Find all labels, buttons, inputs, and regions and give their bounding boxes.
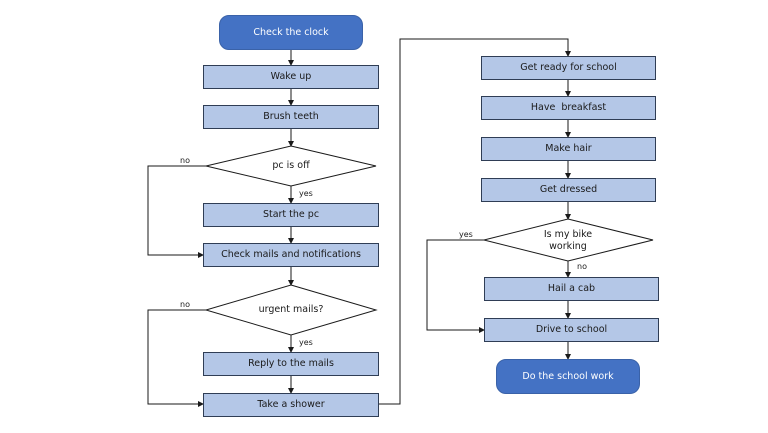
decision-bike-working-line1: Is my bike — [543, 229, 593, 240]
edge-label-bike-yes: yes — [459, 230, 473, 239]
process-get-dressed: Get dressed — [481, 178, 656, 202]
edge-label-bike-no: no — [577, 262, 587, 271]
process-take-shower: Take a shower — [203, 393, 379, 417]
edge-label-pc-no: no — [180, 156, 190, 165]
edge-label-urgent-yes: yes — [299, 338, 313, 347]
decision-pc-is-off-shape — [205, 145, 377, 187]
terminal-school-work: Do the school work — [496, 359, 640, 394]
process-brush-teeth: Brush teeth — [203, 105, 379, 129]
process-check-mails: Check mails and notifications — [203, 243, 379, 267]
arrow-shower-to-getready — [379, 38, 571, 405]
edge-label-pc-yes: yes — [299, 189, 313, 198]
process-wake-up: Wake up — [203, 65, 379, 89]
decision-bike-working-label: Is my bike working — [518, 228, 618, 254]
decision-bike-working-shape — [483, 218, 654, 262]
process-hail-cab: Hail a cab — [484, 277, 659, 301]
arrow-urgent-no-to-shower — [147, 309, 206, 407]
decision-pc-is-off-label: pc is off — [272, 160, 310, 171]
process-reply-mails: Reply to the mails — [203, 352, 379, 376]
decision-urgent-mails-label: urgent mails? — [258, 304, 324, 315]
decision-bike-working-line2: working — [549, 241, 587, 252]
process-drive-school: Drive to school — [484, 318, 659, 342]
process-have-breakfast: Have breakfast — [481, 96, 656, 120]
edge-label-urgent-no: no — [180, 300, 190, 309]
process-start-pc: Start the pc — [203, 203, 379, 227]
arrow-pc-no-to-check — [147, 165, 206, 258]
terminal-check-clock: Check the clock — [219, 15, 363, 50]
arrow-bike-yes-to-drive — [426, 239, 485, 333]
decision-urgent-mails-shape — [204, 284, 378, 336]
process-make-hair: Make hair — [481, 137, 656, 161]
process-get-ready: Get ready for school — [481, 56, 656, 80]
